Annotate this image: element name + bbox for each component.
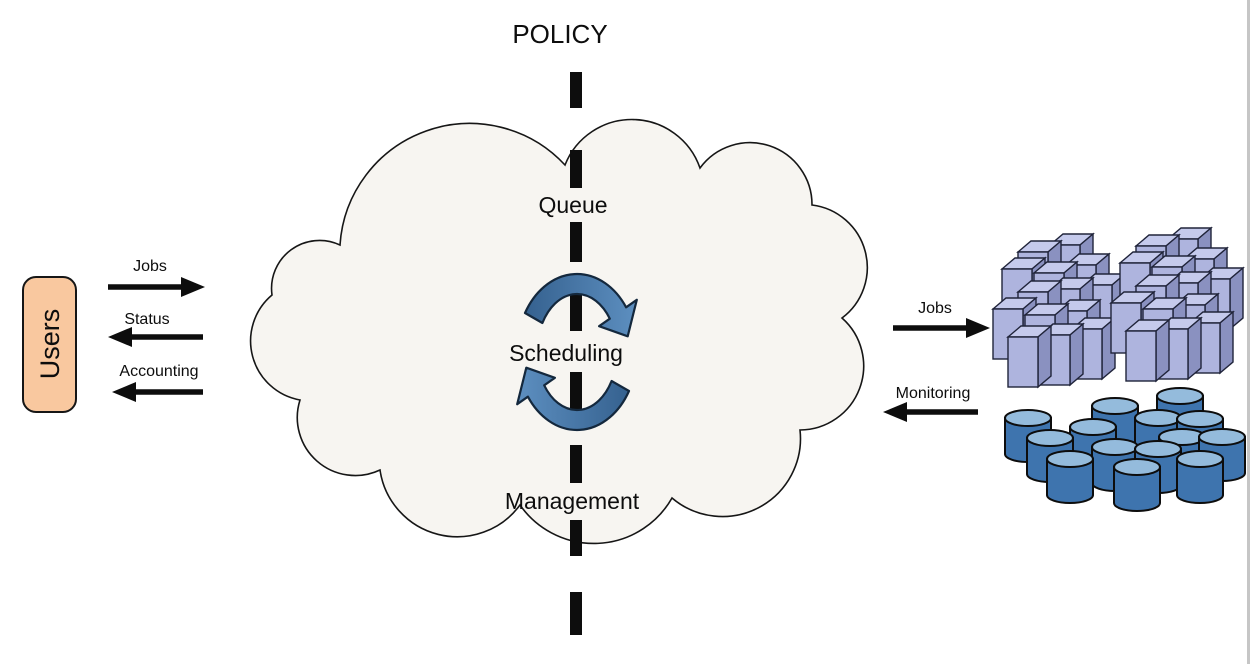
db-cylinder: [1176, 450, 1224, 504]
server-box: [1125, 319, 1170, 382]
jobs-to-resources-arrow: [893, 318, 990, 338]
server-cluster-icon: [992, 227, 1244, 388]
monitoring-label: Monitoring: [896, 385, 971, 402]
jobs-right-side-label: Jobs: [918, 300, 952, 317]
user-flows: Jobs Status Accounting: [108, 258, 205, 402]
resource-flows: Jobs Monitoring: [883, 300, 990, 422]
status-label: Status: [124, 311, 169, 328]
policy-divider-dashed-line: [570, 72, 582, 635]
jobs-right-arrow: [108, 277, 205, 297]
server-box: [1007, 325, 1052, 388]
cycle-arrows-icon: [516, 273, 638, 431]
jobs-left-label: Jobs: [133, 258, 167, 275]
policy-title: POLICY: [512, 19, 607, 49]
management-label: Management: [505, 488, 640, 514]
page-edge-line: [1247, 0, 1250, 664]
db-cylinder: [1113, 458, 1161, 512]
users-label: Users: [35, 309, 65, 380]
status-left-arrow: [108, 327, 203, 347]
cycle-arrow-top: [523, 273, 638, 338]
accounting-label: Accounting: [119, 363, 198, 380]
accounting-left-arrow: [112, 382, 203, 402]
cloud-shape: [249, 118, 869, 545]
scheduling-label: Scheduling: [509, 340, 623, 366]
db-cylinder: [1046, 450, 1094, 504]
monitoring-arrow: [883, 402, 978, 422]
queue-label: Queue: [538, 192, 607, 218]
cycle-arrow-bottom: [516, 366, 631, 431]
database-cluster-icon: [1004, 387, 1246, 512]
users-box: Users: [22, 276, 77, 413]
